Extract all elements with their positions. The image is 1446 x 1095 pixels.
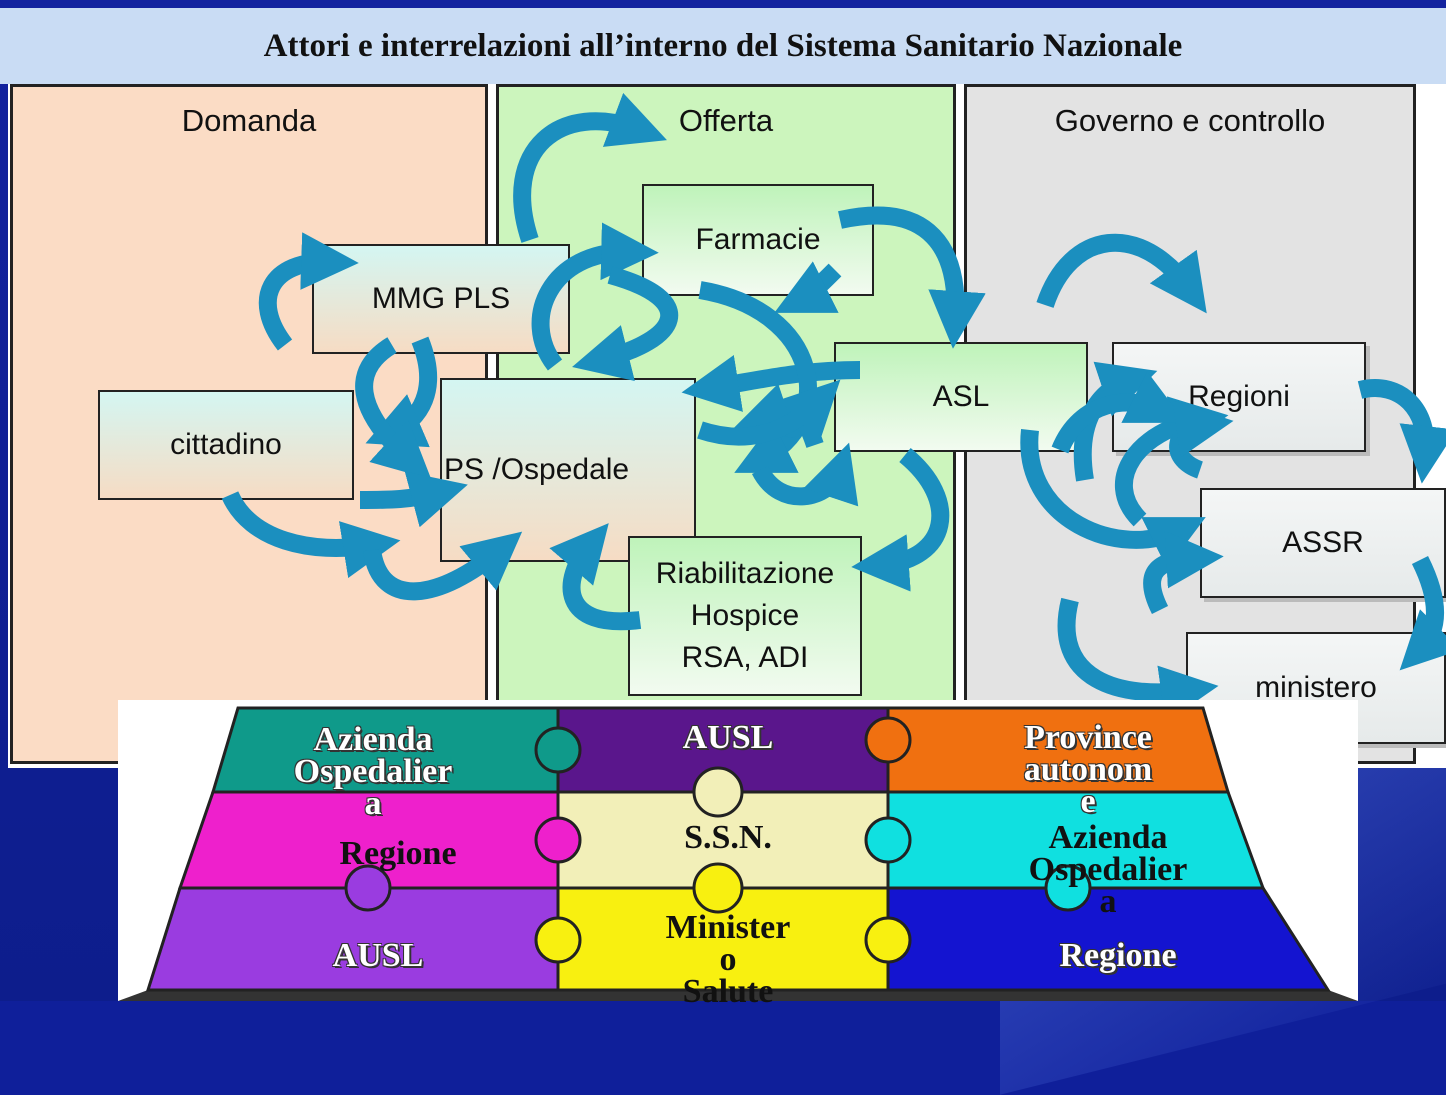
puzzle-piece-ministero: Minister o Salute xyxy=(618,909,838,1010)
puzzle-piece-azienda-1: Azienda Ospedalier a xyxy=(268,721,478,822)
puzzle-piece-regione-1: Regione xyxy=(288,835,508,872)
puzzle-piece-province: Province autonom e xyxy=(978,719,1198,820)
puzzle-piece-ausl-2: AUSL xyxy=(278,937,478,974)
puzzle-piece-province-line2: autonom xyxy=(1023,751,1153,788)
puzzle-piece-ssn: S.S.N. xyxy=(628,819,828,856)
puzzle-piece-ministero-line1: Minister xyxy=(665,909,791,946)
node-farmacie-label: Farmacie xyxy=(695,223,821,256)
node-riabilitazione-line1: Riabilitazione xyxy=(655,557,835,590)
node-asl: ASL xyxy=(834,342,1088,452)
puzzle-piece-azienda-1-line1: Azienda xyxy=(313,721,433,758)
puzzle-piece-azienda-2-line2: Ospedalier xyxy=(1028,851,1188,888)
puzzle-piece-province-line3: e xyxy=(1080,783,1096,820)
puzzle-piece-azienda-2: Azienda Ospedalier a xyxy=(998,819,1218,920)
column-offerta-label: Offerta xyxy=(678,103,774,138)
title-bar: Attori e interrelazioni all’interno del … xyxy=(0,8,1446,84)
puzzle-piece-regione-2-label: Regione xyxy=(1059,937,1177,974)
puzzle-piece-ausl-1: AUSL xyxy=(628,719,828,756)
node-farmacie: Farmacie xyxy=(642,184,874,296)
node-cittadino-label: cittadino xyxy=(170,428,282,461)
node-cittadino: cittadino xyxy=(98,390,354,500)
node-riabilitazione: Riabilitazione Hospice RSA, ADI xyxy=(628,536,862,696)
puzzle-piece-azienda-1-line2: Ospedalier xyxy=(293,753,453,790)
node-regioni: Regioni xyxy=(1112,342,1366,452)
node-riabilitazione-line3: RSA, ADI xyxy=(681,641,809,674)
node-assr-label: ASSR xyxy=(1282,526,1364,559)
puzzle-piece-regione-1-label: Regione xyxy=(339,835,457,872)
column-domanda-label: Domanda xyxy=(181,103,317,138)
ssn-puzzle-illustration: Azienda Ospedalier a AUSL Province auton… xyxy=(118,700,1358,1009)
puzzle-piece-ssn-label: S.S.N. xyxy=(684,819,772,856)
node-ministero-label: ministero xyxy=(1255,671,1377,704)
puzzle-piece-ausl-1-label: AUSL xyxy=(682,719,774,756)
node-ospedale-label: PS /Ospedale xyxy=(444,453,630,486)
node-riabilitazione-line2: Hospice xyxy=(690,599,800,632)
puzzle-piece-ausl-2-label: AUSL xyxy=(332,937,424,974)
puzzle-piece-azienda-2-line3: a xyxy=(1099,883,1117,920)
puzzle-piece-regione-2: Regione xyxy=(1008,937,1228,974)
node-mmg-pls: MMG PLS xyxy=(312,244,570,354)
node-assr: ASSR xyxy=(1200,488,1446,598)
puzzle-piece-azienda-2-line1: Azienda xyxy=(1048,819,1168,856)
puzzle-piece-azienda-1-line3: a xyxy=(364,785,382,822)
node-mmg-pls-label: MMG PLS xyxy=(371,282,511,315)
column-governo-label: Governo e controllo xyxy=(1054,103,1326,138)
slide-title: Attori e interrelazioni all’interno del … xyxy=(263,27,1183,64)
puzzle-graphic xyxy=(118,700,1358,1001)
node-regioni-label: Regioni xyxy=(1188,380,1290,413)
puzzle-piece-province-line1: Province xyxy=(1024,719,1152,756)
node-ospedale: PS /Ospedale xyxy=(440,378,696,562)
puzzle-piece-ministero-line3: Salute xyxy=(682,973,774,1010)
puzzle-piece-ministero-line2: o xyxy=(719,941,737,978)
node-asl-label: ASL xyxy=(932,380,990,413)
